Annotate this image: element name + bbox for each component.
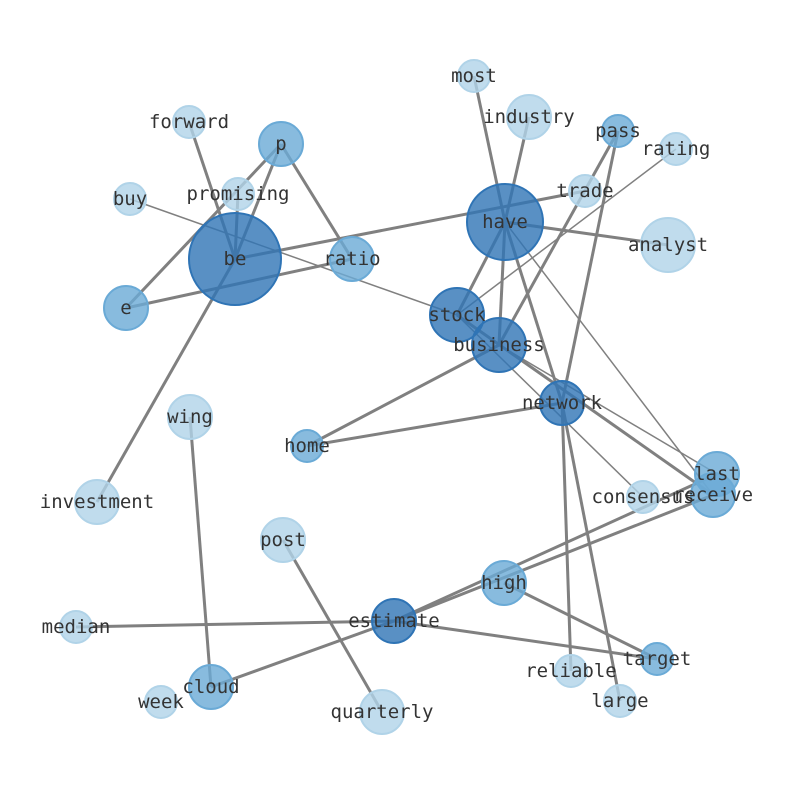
node-reliable[interactable] — [554, 654, 588, 688]
node-post[interactable] — [260, 517, 306, 563]
node-consensus[interactable] — [626, 480, 660, 514]
node-label-target: target — [623, 648, 692, 670]
edge-network-home — [306, 401, 563, 448]
node-business[interactable] — [471, 317, 527, 373]
node-label-business: business — [453, 334, 545, 356]
node-e[interactable] — [103, 285, 149, 331]
edge-estimate-receive — [393, 493, 714, 623]
node-label-most: most — [451, 65, 497, 87]
node-home[interactable] — [290, 429, 324, 463]
node-analyst[interactable] — [640, 217, 696, 273]
node-pass[interactable] — [601, 114, 635, 148]
node-wing[interactable] — [167, 394, 213, 440]
node-stock[interactable] — [429, 287, 485, 343]
node-label-quarterly: quarterly — [331, 701, 434, 723]
node-p[interactable] — [258, 121, 304, 167]
node-have[interactable] — [466, 183, 544, 261]
node-label-consensus: consensus — [592, 486, 695, 508]
node-label-cloud: cloud — [182, 676, 239, 698]
node-quarterly[interactable] — [359, 689, 405, 735]
node-label-receive: receive — [673, 484, 753, 506]
node-label-last: last — [694, 463, 740, 485]
node-label-stock: stock — [428, 304, 486, 326]
node-label-high: high — [481, 572, 527, 594]
edge-business-home — [306, 343, 500, 448]
node-network[interactable] — [539, 380, 585, 426]
node-forward[interactable] — [172, 105, 206, 139]
node-label-post: post — [260, 529, 306, 551]
node-last[interactable] — [694, 451, 740, 497]
node-industry[interactable] — [506, 94, 552, 140]
node-label-have: have — [482, 211, 528, 233]
edge-estimate-median — [75, 619, 395, 629]
node-label-trade: trade — [556, 180, 613, 202]
node-label-pass: pass — [595, 120, 641, 142]
edge-estimate-last — [393, 472, 718, 623]
node-buy[interactable] — [113, 182, 147, 216]
node-be[interactable] — [188, 212, 282, 306]
node-label-promising: promising — [187, 183, 290, 205]
node-label-p: p — [275, 133, 286, 155]
node-label-industry: industry — [483, 106, 575, 128]
node-label-median: median — [42, 616, 111, 638]
node-label-forward: forward — [149, 111, 229, 133]
edge-estimate-cloud — [210, 619, 395, 689]
node-large[interactable] — [603, 684, 637, 718]
edge-pass-network — [560, 130, 620, 404]
edge-post-quarterly — [281, 539, 384, 713]
node-cloud[interactable] — [188, 664, 234, 710]
edge-have-receive — [504, 221, 714, 496]
node-estimate[interactable] — [371, 598, 417, 644]
edge-estimate-target — [393, 619, 658, 661]
node-label-ratio: ratio — [323, 248, 380, 270]
node-week[interactable] — [144, 685, 178, 719]
node-label-home: home — [284, 435, 330, 457]
node-high[interactable] — [481, 560, 527, 606]
edge-high-target — [503, 581, 658, 661]
node-ratio[interactable] — [329, 236, 375, 282]
node-label-wing: wing — [167, 406, 213, 428]
edge-buy-stock — [129, 198, 458, 316]
edge-pass-business — [497, 130, 620, 346]
node-rating[interactable] — [659, 132, 693, 166]
edge-business-last — [498, 344, 718, 475]
edge-wing-cloud — [188, 416, 213, 688]
node-label-e: e — [120, 297, 131, 319]
node-label-investment: investment — [40, 491, 154, 513]
node-label-network: network — [522, 392, 603, 414]
node-trade[interactable] — [568, 174, 602, 208]
node-label-week: week — [138, 691, 184, 713]
node-label-rating: rating — [642, 138, 711, 160]
node-promising[interactable] — [221, 177, 255, 211]
node-label-analyst: analyst — [628, 234, 708, 256]
node-label-be: be — [224, 248, 247, 270]
node-label-estimate: estimate — [348, 610, 440, 632]
node-most[interactable] — [457, 59, 491, 93]
node-median[interactable] — [59, 610, 93, 644]
node-investment[interactable] — [74, 479, 120, 525]
node-target[interactable] — [640, 642, 674, 676]
edge-network-reliable — [560, 402, 573, 672]
node-label-large: large — [591, 690, 648, 712]
node-label-buy: buy — [113, 188, 147, 210]
node-label-reliable: reliable — [525, 660, 617, 682]
